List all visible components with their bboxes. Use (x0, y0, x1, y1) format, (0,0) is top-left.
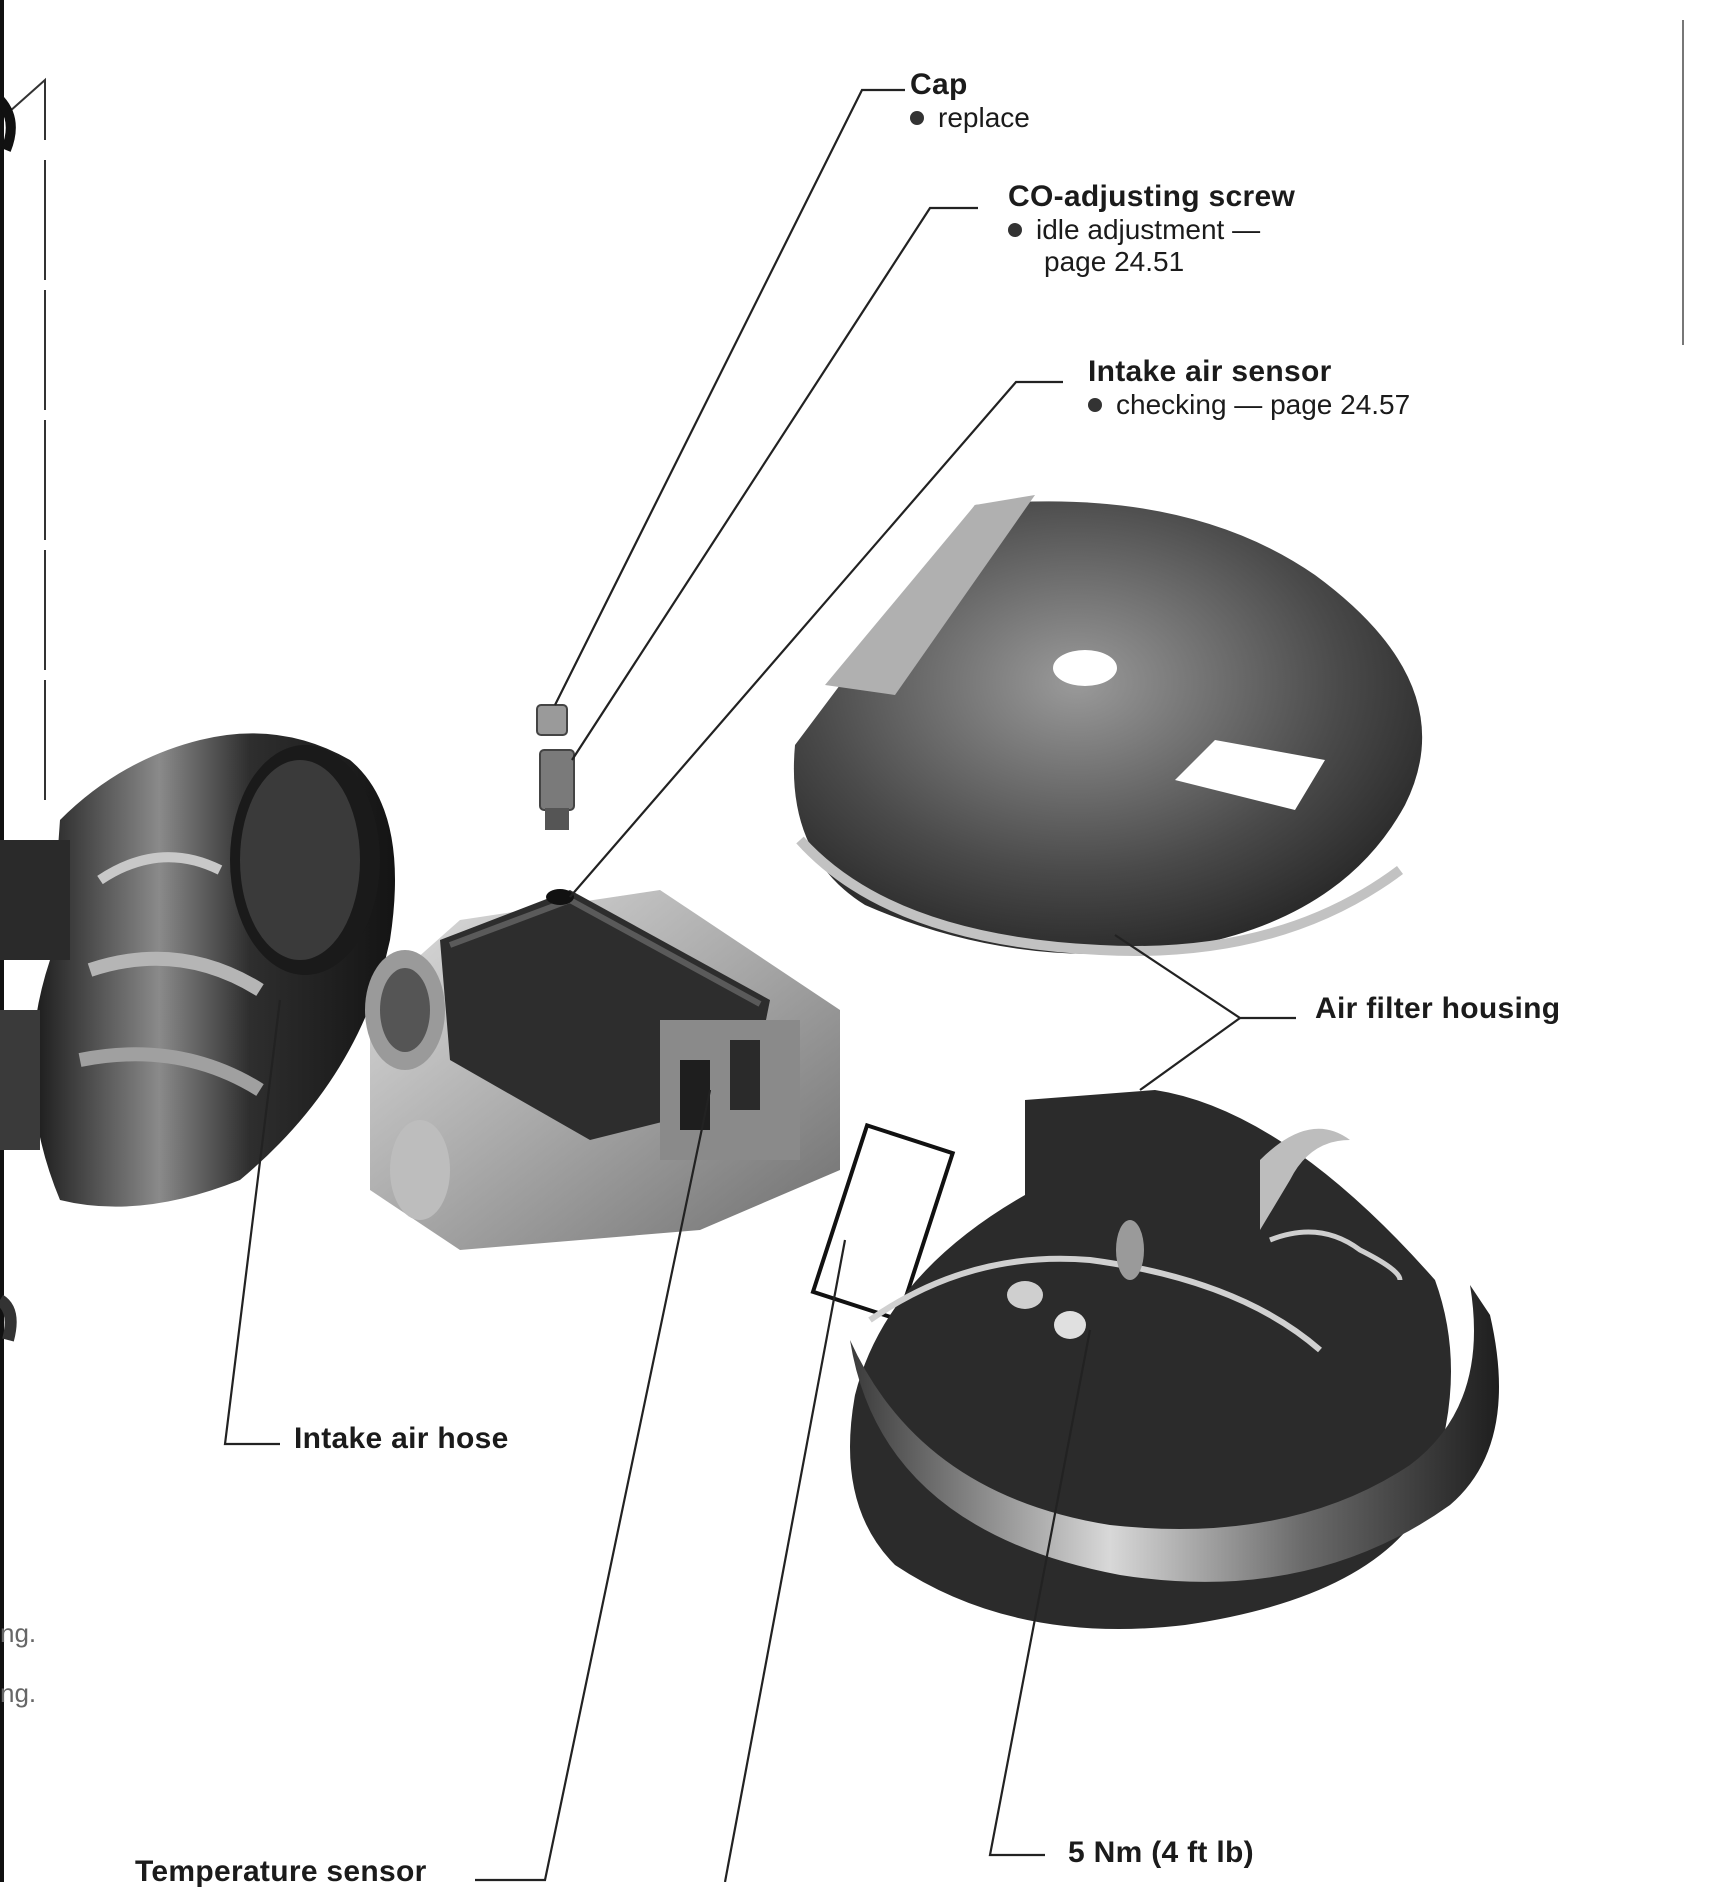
leader-lines (223, 88, 1296, 1882)
co-screw-part (536, 704, 575, 830)
callout-co-screw: CO-adjusting screw idle adjustment — pag… (1008, 180, 1295, 278)
callout-co-screw-bullet: idle adjustment — (1008, 214, 1295, 246)
intake-air-hose-part (0, 733, 395, 1207)
callout-intake-sensor-title: Intake air sensor (1088, 355, 1332, 388)
callout-torque: 5 Nm (4 ft lb) (1068, 1836, 1254, 1869)
callout-co-screw-bullet-text: idle adjustment — (1036, 214, 1261, 245)
bullet-dot-icon (910, 110, 924, 125)
callout-cap-bullet-text: replace (938, 102, 1030, 133)
air-filter-base-part (850, 1090, 1499, 1629)
edge-text-fragment: ng. (0, 1678, 37, 1708)
gasket-part (810, 1122, 956, 1323)
callout-co-screw-title: CO-adjusting screw (1008, 180, 1296, 213)
bullet-dot-icon (1088, 397, 1102, 412)
callout-temperature-sensor: Temperature sensor (135, 1855, 427, 1888)
callout-air-filter-housing: Air filter housing (1315, 992, 1561, 1025)
callout-intake-hose: Intake air hose (294, 1422, 509, 1455)
callout-intake-sensor: Intake air sensor checking — page 24.57 (1088, 355, 1410, 421)
callout-cap: Cap replace (910, 68, 1030, 134)
callout-intake-sensor-bullet: checking — page 24.57 (1088, 389, 1410, 421)
edge-text-fragment: ng. (0, 1618, 37, 1648)
callout-cap-title: Cap (910, 68, 968, 101)
bullet-dot-icon (1008, 222, 1022, 237)
callout-cap-bullet: replace (910, 102, 1030, 134)
callout-co-screw-cont: page 24.51 (1044, 246, 1185, 277)
intake-air-sensor-part (365, 889, 840, 1250)
air-filter-lid-part (793, 495, 1423, 956)
callout-intake-sensor-bullet-text: checking — page 24.57 (1116, 389, 1411, 420)
